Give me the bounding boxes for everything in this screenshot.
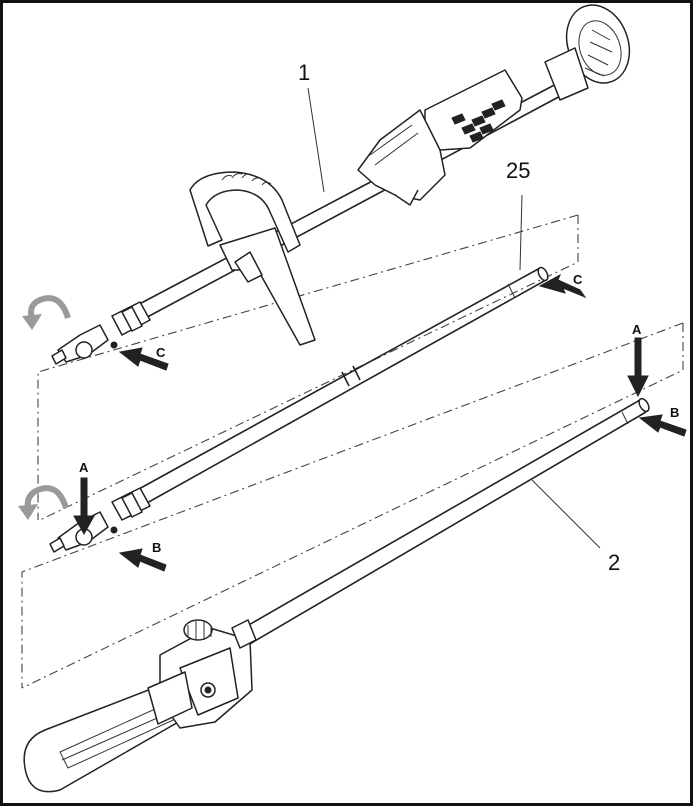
label-part-1: 1: [298, 60, 310, 85]
rotate-arrow-icon-bottom: [18, 485, 69, 520]
label-arrow-a-right: A: [632, 322, 642, 337]
label-arrow-b-right: B: [670, 405, 679, 420]
pole-saw-head: [23, 619, 257, 793]
arrow-a-right: [627, 337, 649, 398]
throttle-housing: [357, 109, 446, 206]
rotate-arrow-icon-top: [22, 295, 71, 330]
arrow-c-top: [538, 273, 587, 299]
label-part-25: 25: [506, 158, 530, 183]
label-arrow-c-left: C: [156, 345, 166, 360]
arrow-a-left: [73, 477, 95, 536]
arrow-b-left: [118, 548, 167, 572]
label-arrow-b-left: B: [152, 540, 161, 555]
engine-housing: [544, 4, 631, 101]
leader-lines: [307, 87, 601, 549]
arrow-b-right: [638, 414, 687, 437]
main-shaft-assembly: [51, 4, 631, 365]
assembly-guide-lines: [21, 214, 684, 689]
pole-saw-shaft: [239, 397, 650, 646]
arrow-c-left: [118, 347, 169, 371]
label-arrow-a-left: A: [79, 460, 89, 475]
label-arrow-c-top: C: [573, 272, 583, 287]
shaft-coupler-1: [51, 301, 151, 365]
loop-handle: [189, 171, 316, 346]
rear-grip: [424, 69, 523, 151]
label-part-2: 2: [608, 550, 620, 575]
